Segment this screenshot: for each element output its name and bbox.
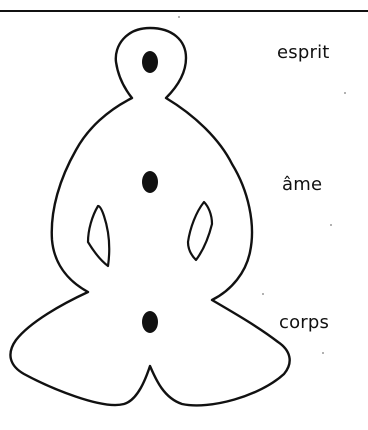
- scan-speck: [344, 92, 346, 94]
- corps-dot: [142, 311, 158, 333]
- esprit-dot: [142, 51, 158, 73]
- scan-speck: [322, 352, 324, 354]
- scan-speck: [262, 293, 264, 295]
- scan-speck: [178, 16, 180, 18]
- left-arm-gap: [88, 206, 109, 266]
- label-esprit: esprit: [277, 42, 330, 63]
- label-ame: âme: [282, 174, 322, 195]
- right-arm-gap: [188, 202, 212, 260]
- label-corps: corps: [279, 312, 329, 333]
- scan-speck: [330, 224, 332, 226]
- ame-dot: [142, 171, 158, 193]
- figure-outline: [10, 28, 289, 405]
